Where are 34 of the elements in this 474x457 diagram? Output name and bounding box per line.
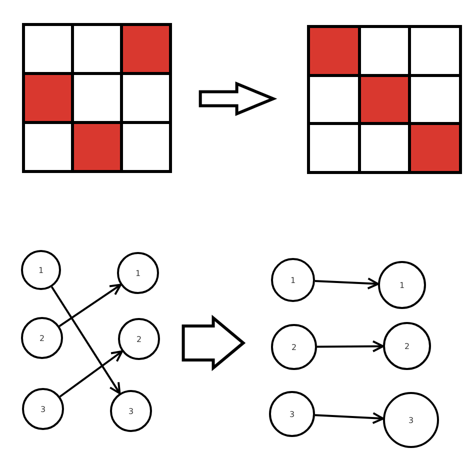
node-number: 2 <box>39 334 45 342</box>
arrow <box>314 277 380 290</box>
circle-node <box>21 317 63 359</box>
grid-drawing <box>307 25 462 174</box>
node-number: 1 <box>290 276 296 284</box>
node-number: 3 <box>289 410 295 418</box>
circle-node <box>383 392 439 448</box>
circle-node <box>378 261 426 309</box>
node-number: 1 <box>38 266 44 274</box>
grid-drawing <box>22 23 172 173</box>
circle-node <box>117 252 159 294</box>
node-number: 2 <box>291 342 297 352</box>
node-number: 3 <box>128 406 134 416</box>
arrow <box>58 284 122 328</box>
arrow <box>314 412 384 424</box>
node-number: 2 <box>136 334 142 344</box>
node-number: 2 <box>404 342 410 350</box>
circle-node <box>21 250 61 290</box>
circle-node <box>271 258 315 302</box>
circle-node <box>269 391 315 437</box>
circle-node <box>271 324 317 370</box>
node-number: 3 <box>40 404 46 414</box>
circle-node <box>118 318 160 360</box>
arrow <box>59 350 124 398</box>
block-arrow <box>198 82 278 116</box>
circle-node <box>22 388 64 430</box>
circle-node <box>383 322 431 370</box>
block-arrow <box>182 314 246 372</box>
arrow <box>317 340 384 352</box>
node-number: 1 <box>135 268 141 278</box>
node-number: 1 <box>399 280 405 290</box>
node-number: 3 <box>408 416 414 424</box>
arrow <box>50 286 121 394</box>
circle-node <box>110 390 152 432</box>
